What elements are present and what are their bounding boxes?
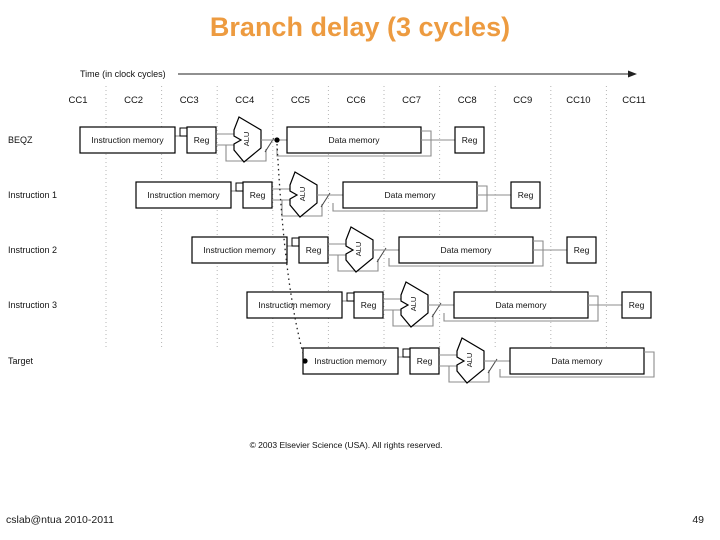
cc-label: CC8 [458,95,477,106]
instruction-memory-label: Instruction memory [203,245,276,255]
alu-label: ALU [409,297,418,312]
instruction-memory-box [79,126,176,154]
reg-label: Reg [361,300,377,310]
reg-writeback-box [566,236,597,264]
reg-label: Reg [194,135,210,145]
alu-label: ALU [354,242,363,257]
row-label-instruction2: Instruction 2 [8,245,57,255]
reg-label: Reg [306,245,322,255]
alu-shape [345,226,374,273]
row-label-target: Target [8,356,34,366]
pipeline-diagram: Time (in clock cycles) CC1 CC2 CC3 CC4 C… [8,69,655,384]
instruction-memory-label: Instruction memory [258,300,331,310]
reg-alu-connector [439,354,457,367]
data-memory-box [509,347,645,375]
time-axis: Time (in clock cycles) [80,69,637,79]
cc-label: CC7 [402,95,421,106]
alu-shape [233,116,262,163]
reg-label: Reg [417,356,433,366]
reg-alu-connector [216,133,234,146]
reg-alu-connector [272,188,290,201]
data-memory-box [342,181,478,209]
time-axis-label: Time (in clock cycles) [80,69,166,79]
reg-box [186,126,217,154]
cc-label: CC5 [291,95,310,106]
alu-label: ALU [298,187,307,202]
reg-writeback-label: Reg [629,300,645,310]
alu-shape [456,337,485,384]
data-memory-label: Data memory [551,356,603,366]
alu-label: ALU [465,353,474,368]
time-axis-arrowhead [628,70,637,78]
reg-writeback-label: Reg [462,135,478,145]
data-memory-label: Data memory [495,300,547,310]
cc-label: CC2 [124,95,143,106]
reg-label: Reg [250,190,266,200]
reg-alu-connector [383,298,401,311]
cc-label: CC1 [68,95,87,106]
row-labels: BEQZ Instruction 1 Instruction 2 Instruc… [8,135,57,366]
reg-box [242,181,273,209]
data-memory-box [453,291,589,319]
slide-title: Branch delay (3 cycles) [209,12,511,42]
clock-cycle-labels: CC1 CC2 CC3 CC4 CC5 CC6 CC7 CC8 CC9 CC10… [68,95,645,106]
instruction-memory-box [191,236,288,264]
reg-writeback-label: Reg [574,245,590,255]
dm-wrap-line [332,185,488,212]
row-label-beqz: BEQZ [8,135,33,145]
cc-label: CC6 [346,95,365,106]
dm-wrap-line [499,351,655,378]
cc-label: CC10 [566,95,590,106]
cc-label: CC9 [513,95,532,106]
dm-wrap-line [276,130,432,157]
data-memory-label: Data memory [328,135,380,145]
data-memory-box [398,236,534,264]
cc-label: CC11 [622,95,646,106]
footer-credit: cslab@ntua 2010-2011 [6,514,114,526]
branch-decision-dot [274,137,280,143]
reg-writeback-label: Reg [518,190,534,200]
dm-wrap-line [443,295,599,322]
pipeline-row-target: Instruction memory Reg ALU Data memory [302,337,655,384]
reg-writeback-box [621,291,652,319]
instruction-memory-box [302,347,399,375]
reg-writeback-box [510,181,541,209]
alu-label: ALU [242,132,251,147]
data-memory-label: Data memory [384,190,436,200]
reg-box [298,236,329,264]
instruction-memory-label: Instruction memory [147,190,220,200]
alu-shape [289,171,318,218]
row-label-instruction1: Instruction 1 [8,190,57,200]
copyright-notice: © 2003 Elsevier Science (USA). All right… [249,440,443,450]
reg-writeback-box [454,126,485,154]
data-memory-label: Data memory [440,245,492,255]
target-fetch-dot [302,358,308,364]
reg-box [409,347,440,375]
cc-label: CC3 [180,95,199,106]
reg-alu-connector [328,243,346,256]
pipeline-row-instruction2: Instruction memory Reg ALU Data memory R… [191,226,597,273]
pipeline-row-beqz: Instruction memory Reg ALU Data memory R… [79,116,485,163]
reg-box [353,291,384,319]
row-label-instruction3: Instruction 3 [8,300,57,310]
instruction-memory-box [135,181,232,209]
alu-shape [400,281,429,328]
pipeline-row-instruction1: Instruction memory Reg ALU Data memory R… [135,171,541,218]
pipeline-row-instruction3: Instruction memory Reg ALU Data memory R… [246,281,652,328]
cc-label: CC4 [235,95,254,106]
dm-wrap-line [388,240,544,267]
data-memory-box [286,126,422,154]
instruction-memory-label: Instruction memory [91,135,164,145]
instruction-memory-label: Instruction memory [314,356,387,366]
page-number: 49 [692,514,704,526]
branch-target-dotted-line [276,143,305,358]
